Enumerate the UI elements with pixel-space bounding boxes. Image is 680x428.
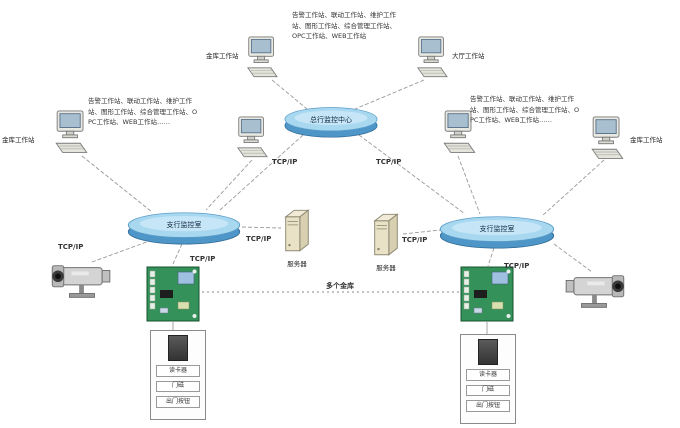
door-component-label: 门磁 (466, 384, 510, 397)
annotation-left-workstation-list: 告警工作站、联动工作站、维护工作站、图形工作站、综合管理工作站、OPC工作站、W… (88, 97, 198, 127)
workstation-mid-left (234, 116, 270, 162)
cctv-camera-icon (50, 258, 114, 306)
desktop-computer-icon (414, 36, 450, 82)
server-tower-icon (370, 210, 402, 260)
access-controller-board-right (460, 266, 514, 322)
label-hall-workstation-top-right: 大厅工作站 (452, 52, 485, 60)
cloud-label: 总行监控中心 (310, 115, 352, 124)
workstation-top-left (244, 36, 280, 82)
server-right-label: 服务器 (376, 264, 396, 272)
multi-vault-label: 多个金库 (326, 282, 354, 290)
tcpip-label: TCP/IP (272, 158, 298, 166)
desktop-computer-icon (244, 36, 280, 82)
connection-line (487, 247, 495, 267)
workstation-top-right (414, 36, 450, 82)
cloud-label: 支行监控室 (166, 221, 202, 230)
cloud-disc-icon (127, 212, 241, 245)
desktop-computer-icon (234, 116, 270, 162)
cctv-camera-icon (562, 268, 626, 316)
connection-line (81, 155, 153, 213)
label-vault-workstation-far-right: 金库工作站 (630, 136, 663, 144)
tcpip-label: TCP/IP (246, 235, 272, 243)
cloud-branch-left: 支行监控室 (126, 208, 242, 246)
cctv-camera-left (50, 258, 114, 306)
connection-line (171, 243, 183, 267)
door-component-label: 出门按钮 (156, 396, 200, 408)
server-left-label: 服务器 (287, 260, 307, 268)
tcpip-label: TCP/IP (376, 158, 402, 166)
server-right (370, 210, 402, 260)
cloud-label: 支行监控室 (479, 225, 515, 234)
cloud-branch-right: 支行监控室 (438, 212, 556, 250)
workstation-far-right (588, 116, 626, 164)
annotation-top-workstation-list: 告警工作站、联动工作站、维护工作站、图形工作站、综合管理工作站、OPC工作站、W… (292, 11, 396, 41)
annotation-right-workstation-list: 告警工作站、联动工作站、维护工作站、图形工作站、综合管理工作站、OPC工作站、W… (470, 95, 580, 125)
door-component-label: 出门按钮 (466, 400, 510, 412)
desktop-computer-icon (588, 116, 626, 164)
reader-device-photo (168, 335, 188, 361)
cloud-disc-icon (439, 216, 555, 249)
vault-door-unit-left: 读卡器 门磁 出门按钮 (150, 330, 206, 420)
access-controller-board-left (146, 266, 200, 322)
tcpip-label: TCP/IP (504, 262, 530, 270)
door-component-label: 门磁 (156, 380, 200, 393)
connection-line (241, 226, 282, 229)
tcpip-label: TCP/IP (58, 243, 84, 251)
connection-line (205, 159, 253, 211)
connection-line (541, 159, 605, 217)
label-vault-workstation-top-left: 金库工作站 (206, 52, 239, 60)
cctv-camera-right (562, 268, 626, 316)
server-tower-icon (281, 206, 313, 256)
access-controller-board-icon (460, 266, 514, 322)
tcpip-label: TCP/IP (402, 236, 428, 244)
workstation-far-left (52, 110, 90, 158)
connection-line (457, 155, 481, 215)
door-component-label: 读卡器 (156, 365, 200, 377)
vault-door-unit-right: 读卡器 门磁 出门按钮 (460, 334, 516, 424)
door-component-label: 读卡器 (466, 369, 510, 381)
cloud-disc-icon (284, 107, 378, 138)
connection-line (402, 229, 441, 235)
label-vault-workstation-far-left: 金库工作站 (2, 136, 35, 144)
desktop-computer-icon (52, 110, 90, 158)
reader-device-photo (478, 339, 498, 365)
tcpip-label: TCP/IP (190, 255, 216, 263)
access-controller-board-icon (146, 266, 200, 322)
cloud-head-office: 总行监控中心 (283, 103, 379, 139)
server-left (281, 206, 313, 256)
